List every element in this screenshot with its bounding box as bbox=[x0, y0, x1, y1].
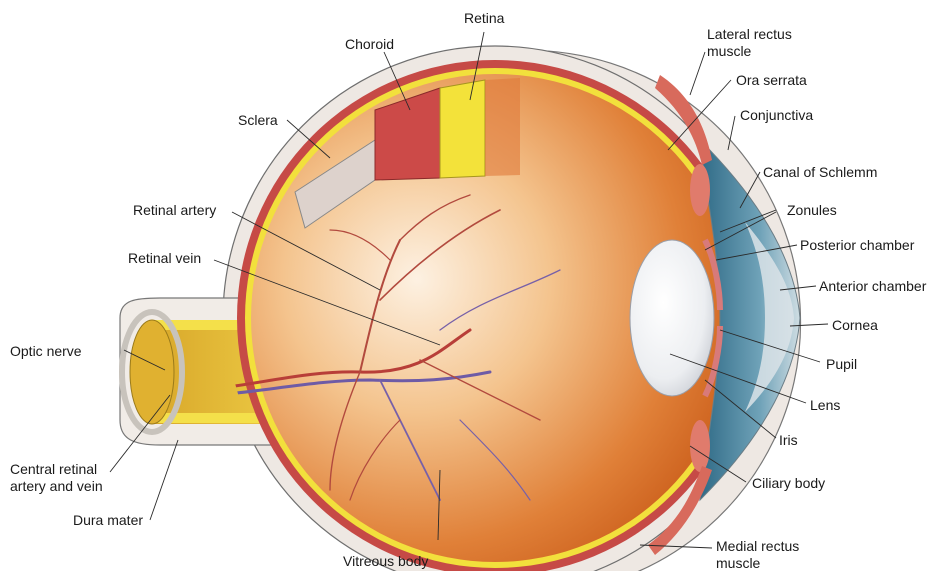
lens-shape bbox=[630, 240, 714, 396]
label-lateral-rectus-muscle: Lateral rectus muscle bbox=[707, 26, 792, 60]
label-zonules: Zonules bbox=[787, 202, 837, 219]
label-pupil: Pupil bbox=[826, 356, 857, 373]
label-anterior-chamber: Anterior chamber bbox=[819, 278, 926, 295]
label-ora-serrata: Ora serrata bbox=[736, 72, 807, 89]
label-central-retinal-artery-and-vein: Central retinal artery and vein bbox=[10, 461, 103, 495]
label-retina: Retina bbox=[464, 10, 504, 27]
label-dura-mater: Dura mater bbox=[73, 512, 143, 529]
label-retinal-artery: Retinal artery bbox=[133, 202, 216, 219]
label-vitreous-body: Vitreous body bbox=[343, 553, 428, 570]
label-sclera: Sclera bbox=[238, 112, 278, 129]
label-optic-nerve: Optic nerve bbox=[10, 343, 82, 360]
label-conjunctiva: Conjunctiva bbox=[740, 107, 813, 124]
label-medial-rectus-muscle: Medial rectus muscle bbox=[716, 538, 799, 572]
label-ciliary-body: Ciliary body bbox=[752, 475, 825, 492]
label-retinal-vein: Retinal vein bbox=[128, 250, 201, 267]
label-lens: Lens bbox=[810, 397, 840, 414]
label-cornea: Cornea bbox=[832, 317, 878, 334]
label-canal-of-schlemm: Canal of Schlemm bbox=[763, 164, 877, 181]
label-choroid: Choroid bbox=[345, 36, 394, 53]
label-iris: Iris bbox=[779, 432, 798, 449]
label-posterior-chamber: Posterior chamber bbox=[800, 237, 914, 254]
